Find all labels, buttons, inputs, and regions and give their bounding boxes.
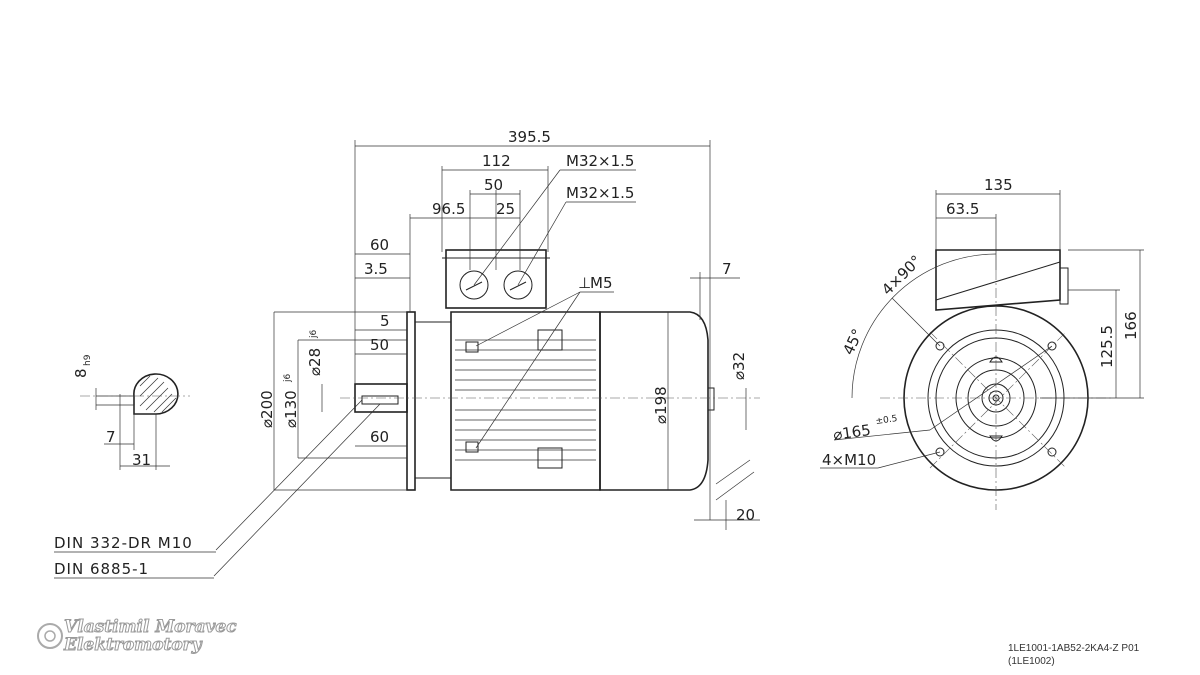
terminal-pos-label: 96.5 bbox=[432, 200, 465, 218]
end-view bbox=[820, 190, 1144, 510]
side-view bbox=[54, 140, 760, 579]
fan-cover-dia-label: ⌀32 bbox=[730, 352, 748, 380]
flange-holes-label: 4×M10 bbox=[822, 451, 876, 469]
overall-length-label: 395.5 bbox=[508, 128, 551, 146]
shaft-length-label: 50 bbox=[370, 336, 389, 354]
flange-thickness-label: 3.5 bbox=[364, 260, 388, 278]
spigot-depth-label: 5 bbox=[380, 312, 390, 330]
gland-thread-1-label: M32×1.5 bbox=[566, 152, 634, 170]
shaft-dia-label: ⌀28 bbox=[306, 348, 324, 376]
keyway-length-label: 60 bbox=[370, 428, 389, 446]
earth-thread-symbol: ⊥ bbox=[578, 274, 591, 292]
company-logo: Vlastimil Moravec Elektromotory bbox=[37, 617, 238, 656]
gland-spacing-label: 50 bbox=[484, 176, 503, 194]
key-width-tol-label: h9 bbox=[83, 354, 93, 366]
shaft-height-label: 31 bbox=[132, 451, 151, 469]
spigot-dia-tol-label: j6 bbox=[283, 373, 293, 383]
shaft-section-view bbox=[80, 373, 190, 470]
logo-line-2: Elektromotory bbox=[63, 635, 203, 655]
flange-dia-label: ⌀200 bbox=[258, 390, 276, 428]
key-depth-label: 7 bbox=[106, 428, 116, 446]
cover-offset-label: 7 bbox=[722, 260, 732, 278]
logo-line-1: Vlastimil Moravec bbox=[64, 617, 237, 637]
total-height-label: 166 bbox=[1122, 311, 1140, 340]
frame-dia-label: ⌀198 bbox=[652, 386, 670, 424]
foot-offset-label: 20 bbox=[736, 506, 755, 524]
flange-to-box-label: 60 bbox=[370, 236, 389, 254]
pcd-label: ⌀165 bbox=[832, 421, 872, 444]
box-offset-label: 63.5 bbox=[946, 200, 979, 218]
terminal-offset-label: 112 bbox=[482, 152, 511, 170]
spigot-dia-label: ⌀130 bbox=[282, 390, 300, 428]
box-width-label: 135 bbox=[984, 176, 1013, 194]
series-caption: (1LE1002) bbox=[1008, 656, 1055, 667]
pcd-tol-label: ±0.5 bbox=[875, 414, 898, 427]
center-hole-note: DIN 332-DR M10 bbox=[54, 534, 193, 552]
earth-thread-label: M5 bbox=[590, 274, 613, 292]
key-width-label: 8 bbox=[72, 368, 90, 378]
shaft-dia-tol-label: j6 bbox=[309, 329, 319, 339]
hole-angle-count-label: 4×90° bbox=[878, 252, 925, 299]
key-note: DIN 6885-1 bbox=[54, 560, 149, 578]
box-height-axis-label: 125.5 bbox=[1098, 325, 1116, 368]
gland-thread-2-label: M32×1.5 bbox=[566, 184, 634, 202]
angle-label: 45° bbox=[839, 326, 867, 358]
model-caption: 1LE1001-1AB52-2KA4-Z P01 bbox=[1008, 643, 1140, 654]
gland-offset-label: 25 bbox=[496, 200, 515, 218]
